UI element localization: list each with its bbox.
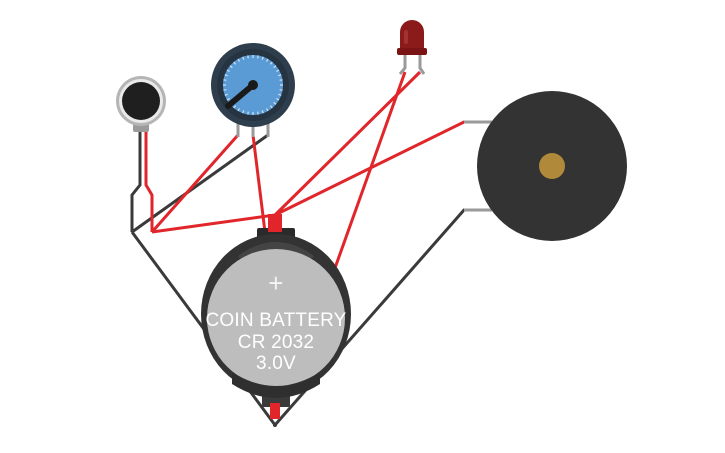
pot-tick	[261, 56, 264, 60]
pot-tick	[247, 111, 249, 115]
vibration-motor-icon[interactable]	[116, 76, 166, 132]
pot-tick	[278, 93, 282, 96]
pot-tick	[279, 89, 283, 91]
wire-red-junction-to-battery-plus[interactable]	[151, 213, 276, 234]
pot-tick	[242, 56, 245, 60]
pot-tick	[223, 89, 227, 91]
pot-tick	[269, 105, 273, 109]
pot-tick	[242, 110, 245, 114]
pot-tick	[265, 58, 269, 62]
battery-label-line3: 3.0V	[256, 353, 296, 374]
pot-tick	[261, 110, 264, 114]
pot-tick	[224, 74, 228, 77]
wire-red-led-left[interactable]	[333, 71, 407, 269]
battery-icon[interactable]: + COIN BATTERY CR 2032 3.0V	[201, 214, 351, 419]
pot-tick	[224, 93, 228, 96]
wire-red-pot-left[interactable]	[150, 134, 240, 233]
wire-junction	[273, 423, 277, 427]
pot-tick	[257, 111, 259, 115]
pot-tick	[233, 61, 237, 65]
battery-plus-symbol: +	[268, 268, 283, 298]
potentiometer-icon[interactable]	[211, 43, 295, 137]
pot-tick	[273, 65, 277, 69]
pot-tick	[226, 69, 230, 73]
pot-tick	[276, 97, 280, 101]
pot-tick	[247, 55, 249, 59]
pot-tick	[237, 108, 241, 112]
led-icon[interactable]	[397, 20, 427, 75]
wire-red-motor-right[interactable]	[144, 130, 154, 232]
pot-tick	[278, 74, 282, 77]
pot-tick	[226, 97, 230, 101]
battery-label-line2: CR 2032	[238, 332, 314, 353]
wire-black-motor-left[interactable]	[130, 130, 142, 232]
pot-tick	[273, 101, 277, 105]
pot-tick	[229, 65, 233, 69]
pot-tick	[265, 108, 269, 112]
battery-label-line1: COIN BATTERY	[205, 310, 346, 331]
pot-tick	[276, 69, 280, 73]
wire-black-pot-right[interactable]	[131, 133, 269, 234]
pot-tick	[237, 58, 241, 62]
pot-tick	[269, 61, 273, 65]
pot-tick	[279, 79, 283, 81]
wire-red-pot-middle[interactable]	[251, 134, 267, 233]
pot-tick	[257, 55, 259, 59]
pot-tick	[223, 79, 227, 81]
pot-tick	[233, 105, 237, 109]
buzzer-icon[interactable]	[464, 91, 627, 241]
